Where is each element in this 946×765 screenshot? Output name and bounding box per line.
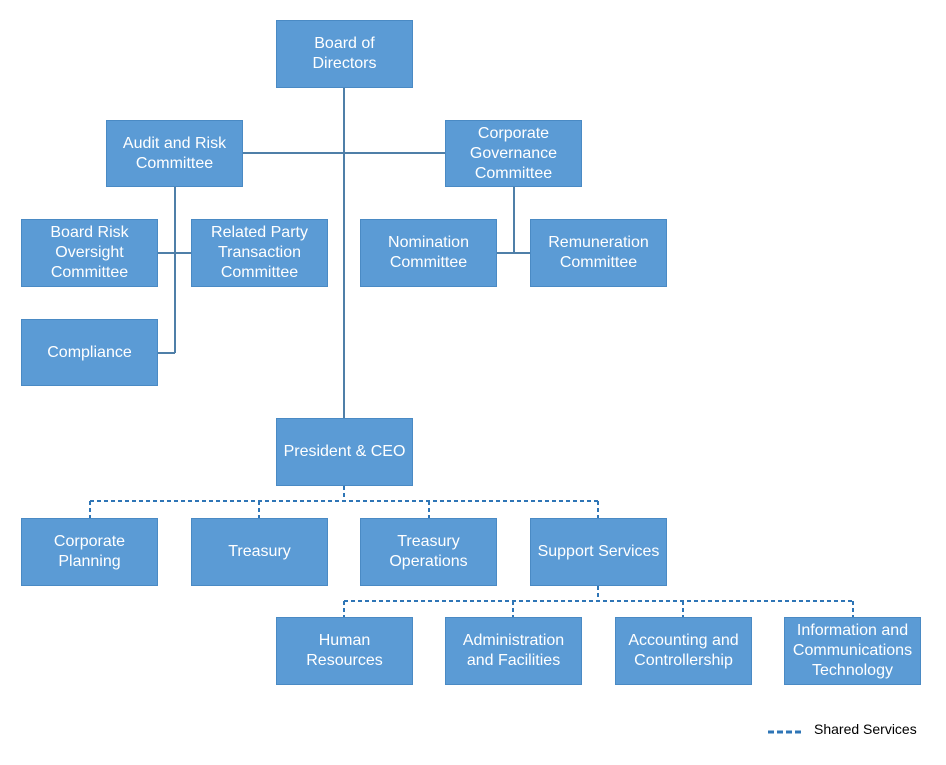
corporate-planning-box: Corporate Planning — [21, 518, 158, 586]
audit-risk-committee-box: Audit and Risk Committee — [106, 120, 243, 187]
ict-box: Information and Communications Technolog… — [784, 617, 921, 685]
board-risk-oversight-committee-box: Board Risk Oversight Committee — [21, 219, 158, 287]
corporate-governance-committee-box: Corporate Governance Committee — [445, 120, 582, 187]
human-resources-box: Human Resources — [276, 617, 413, 685]
related-party-transaction-committee-box: Related Party Transaction Committee — [191, 219, 328, 287]
legend-label: Shared Services — [814, 721, 917, 737]
treasury-box: Treasury — [191, 518, 328, 586]
board-of-directors-box: Board of Directors — [276, 20, 413, 88]
compliance-box: Compliance — [21, 319, 158, 386]
president-ceo-box: President & CEO — [276, 418, 413, 486]
nomination-committee-box: Nomination Committee — [360, 219, 497, 287]
remuneration-committee-box: Remuneration Committee — [530, 219, 667, 287]
administration-facilities-box: Administration and Facilities — [445, 617, 582, 685]
treasury-operations-box: Treasury Operations — [360, 518, 497, 586]
accounting-controllership-box: Accounting and Controllership — [615, 617, 752, 685]
support-services-box: Support Services — [530, 518, 667, 586]
